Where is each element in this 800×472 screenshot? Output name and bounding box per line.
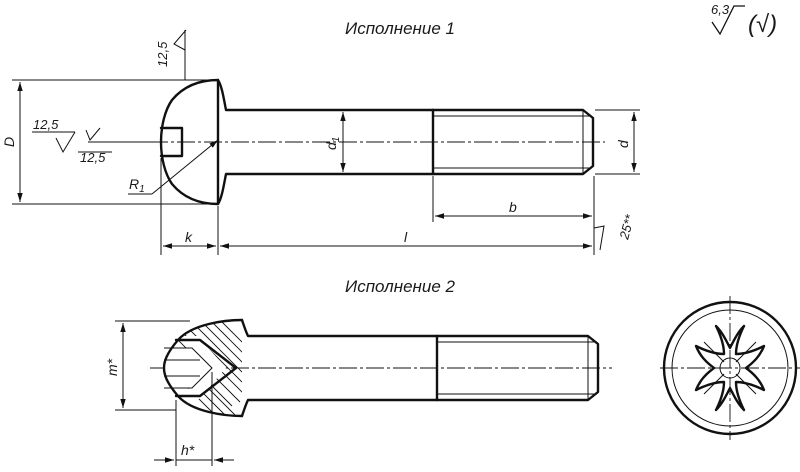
bolt-variant-2 — [150, 318, 612, 418]
dimension-m: m* — [104, 320, 190, 411]
dim-label-d1: d1 — [323, 137, 342, 150]
dimension-h: h* — [154, 372, 234, 466]
roughness-head-top-value: 12,5 — [155, 41, 170, 67]
dim-label-b: b — [509, 199, 517, 215]
dim-label-k: k — [185, 229, 193, 245]
title-variant-2: Исполнение 2 — [345, 277, 455, 296]
roughness-slot: 12,5 12,5 — [32, 117, 161, 165]
shank-top-1 — [216, 78, 435, 112]
roughness-head-top: 12,5 — [155, 29, 187, 80]
roughness-thread-end: 25** — [593, 212, 638, 251]
dimension-d: d — [595, 109, 640, 175]
dimension-l: l — [220, 229, 592, 249]
thread-body-2 — [435, 334, 600, 402]
dim-label-D: D — [1, 137, 17, 147]
roughness-general-value: 6,3 — [711, 2, 730, 17]
shank-bottom-2 — [240, 398, 439, 418]
shank-top-2 — [240, 318, 439, 338]
head-outer-circle — [662, 300, 798, 436]
dimension-D: D — [1, 79, 218, 205]
roughness-slot-left: 12,5 — [33, 117, 59, 132]
dim-label-R1: R1 — [129, 176, 145, 195]
slot-1 — [159, 126, 184, 158]
dimension-b: b — [432, 176, 595, 255]
dim-label-h: h* — [181, 442, 195, 458]
dim-label-d: d — [615, 139, 631, 148]
dimension-d1: d1 — [323, 112, 346, 172]
thread-body-1 — [431, 108, 595, 176]
dimension-R1: R1 — [128, 139, 219, 195]
dimension-k: k — [160, 158, 219, 255]
shank-bottom-1 — [216, 172, 435, 206]
roughness-general-paren: (√) — [748, 11, 777, 38]
roughness-general-symbol: 6,3 (√) — [711, 2, 777, 38]
cross-recess-section — [174, 338, 238, 398]
screw-head-2 — [162, 318, 244, 418]
dim-label-m: m* — [104, 358, 120, 376]
title-variant-1: Исполнение 1 — [345, 19, 455, 38]
dim-label-l: l — [404, 229, 408, 245]
roughness-slot-right: 12,5 — [80, 150, 106, 165]
bolt-variant-1 — [150, 78, 605, 206]
head-end-view — [660, 296, 800, 440]
roughness-thread-end-value: 25** — [616, 212, 637, 241]
cross-recess-end — [694, 324, 766, 412]
